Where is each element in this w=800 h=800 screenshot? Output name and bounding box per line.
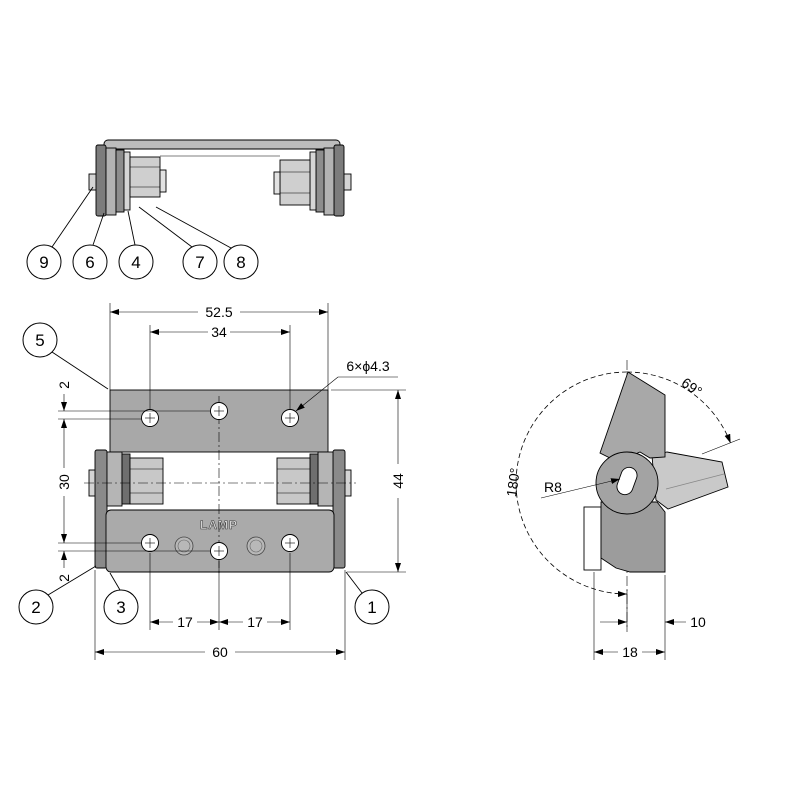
- dim-overall-width: 60: [94, 570, 346, 660]
- dim-pitch-left-label: 17: [177, 614, 193, 630]
- top-view-washer-left: [123, 151, 131, 211]
- top-view-flange-outer-left: [95, 144, 107, 217]
- mounting-hole-upper-left: [141, 409, 159, 427]
- callout-3: 3: [103, 589, 139, 625]
- callout-1-leader: [345, 571, 363, 594]
- side-open-leaf: [651, 451, 729, 510]
- mounting-hole-lower-center: [210, 542, 228, 560]
- callout-6-label: 6: [85, 253, 94, 272]
- callout-9: 9: [26, 244, 62, 280]
- top-view-bracket: [103, 139, 341, 150]
- callout-1: 1: [354, 589, 390, 625]
- dim-leaf-width: 52.5: [109, 303, 329, 390]
- front-flange-inner-left: [106, 451, 123, 507]
- front-flange-inner-right: [317, 451, 334, 507]
- lower-leaf: [105, 509, 335, 573]
- front-nut-right: [276, 457, 311, 505]
- callout-7: 7: [182, 244, 218, 280]
- dim-depth-label: 18: [622, 644, 638, 660]
- front-view: LAMP: [18, 303, 406, 660]
- dim-leaf-width-label: 52.5: [205, 304, 232, 320]
- open-angle-extension: [701, 438, 741, 455]
- dim-hole-span-label: 30: [56, 474, 72, 490]
- front-washer-left: [121, 453, 131, 505]
- mounting-hole-upper-right: [281, 409, 299, 427]
- dim-depth: 18: [593, 572, 665, 660]
- mounting-hole-lower-right: [281, 534, 299, 552]
- dim-rotation-label: 180°: [503, 467, 523, 498]
- front-nut-left: [129, 457, 164, 505]
- top-view-flange-outer-right: [333, 144, 345, 217]
- top-view-flange-inner-left: [105, 147, 117, 216]
- callout-2-leader: [47, 565, 97, 596]
- dim-hole-pitch-label: 34: [211, 324, 227, 340]
- boss-left: [174, 536, 194, 556]
- dim-radius-label: R8: [544, 479, 562, 495]
- callout-5-label: 5: [35, 331, 44, 350]
- callout-9-label: 9: [39, 253, 48, 272]
- callout-2: 2: [18, 589, 54, 625]
- dim-left-stack: 2 30 2: [56, 381, 210, 582]
- side-opposite-leaf: [583, 506, 602, 571]
- dim-hole-pitch: 34: [149, 324, 291, 409]
- top-view-spacer-right: [315, 149, 325, 213]
- top-view-flange-inner-right: [323, 147, 335, 216]
- callout-5: 5: [22, 322, 58, 358]
- dim-holes: 6×ϕ4.3: [295, 358, 398, 412]
- mounting-hole-lower-left: [141, 534, 159, 552]
- top-view-nut-left: [129, 156, 167, 198]
- dim-open-angle-label: 69°: [679, 374, 706, 399]
- dim-radius: R8: [540, 478, 621, 499]
- front-washer-right: [309, 453, 319, 505]
- callout-4: 4: [118, 244, 154, 280]
- callout-9-leader: [51, 186, 94, 248]
- top-view-washer-right: [309, 151, 317, 211]
- lamp-logo: LAMP: [200, 518, 238, 532]
- callout-8-leader: [155, 206, 232, 249]
- dim-pitch-right-label: 17: [247, 614, 263, 630]
- callout-8-label: 8: [236, 253, 245, 272]
- dim-offset-label: 10: [690, 614, 706, 630]
- mounting-hole-upper-center: [210, 402, 228, 420]
- top-view: 9 6 4 7 8: [26, 139, 352, 280]
- side-view: 69° 180° R8 10 18: [503, 360, 741, 660]
- dim-height-label: 44: [390, 473, 406, 489]
- dim-offset-bottom-label: 2: [56, 574, 72, 582]
- callout-1-label: 1: [367, 598, 376, 617]
- dim-offset: 10: [600, 575, 706, 660]
- dim-holes-label: 6×ϕ4.3: [346, 358, 389, 374]
- callout-3-leader: [109, 572, 121, 591]
- callout-7-leader: [138, 206, 193, 248]
- dim-height: 44: [331, 389, 406, 573]
- callout-3-label: 3: [116, 598, 125, 617]
- rotation-arc: [515, 371, 628, 597]
- callout-6: 6: [72, 244, 108, 280]
- callout-4-label: 4: [131, 253, 140, 272]
- dim-offset-top-label: 2: [56, 381, 72, 389]
- callout-2-label: 2: [31, 598, 40, 617]
- front-flange-outer-right: [332, 449, 346, 569]
- callout-7-label: 7: [195, 253, 204, 272]
- open-angle-arc: [626, 371, 731, 444]
- front-flange-outer-left: [94, 449, 108, 569]
- top-view-nut-right: [273, 159, 311, 206]
- side-upper-body: [599, 371, 666, 463]
- callout-5-leader: [51, 351, 109, 390]
- dim-half-pitch: 17 17: [149, 553, 291, 630]
- callout-8: 8: [223, 244, 259, 280]
- boss-right: [246, 536, 266, 556]
- callout-6-leader: [92, 212, 105, 246]
- side-lower-body: [600, 501, 666, 573]
- callout-4-leader: [127, 210, 136, 246]
- top-view-spacer-left: [115, 149, 125, 213]
- dim-overall-width-label: 60: [212, 644, 228, 660]
